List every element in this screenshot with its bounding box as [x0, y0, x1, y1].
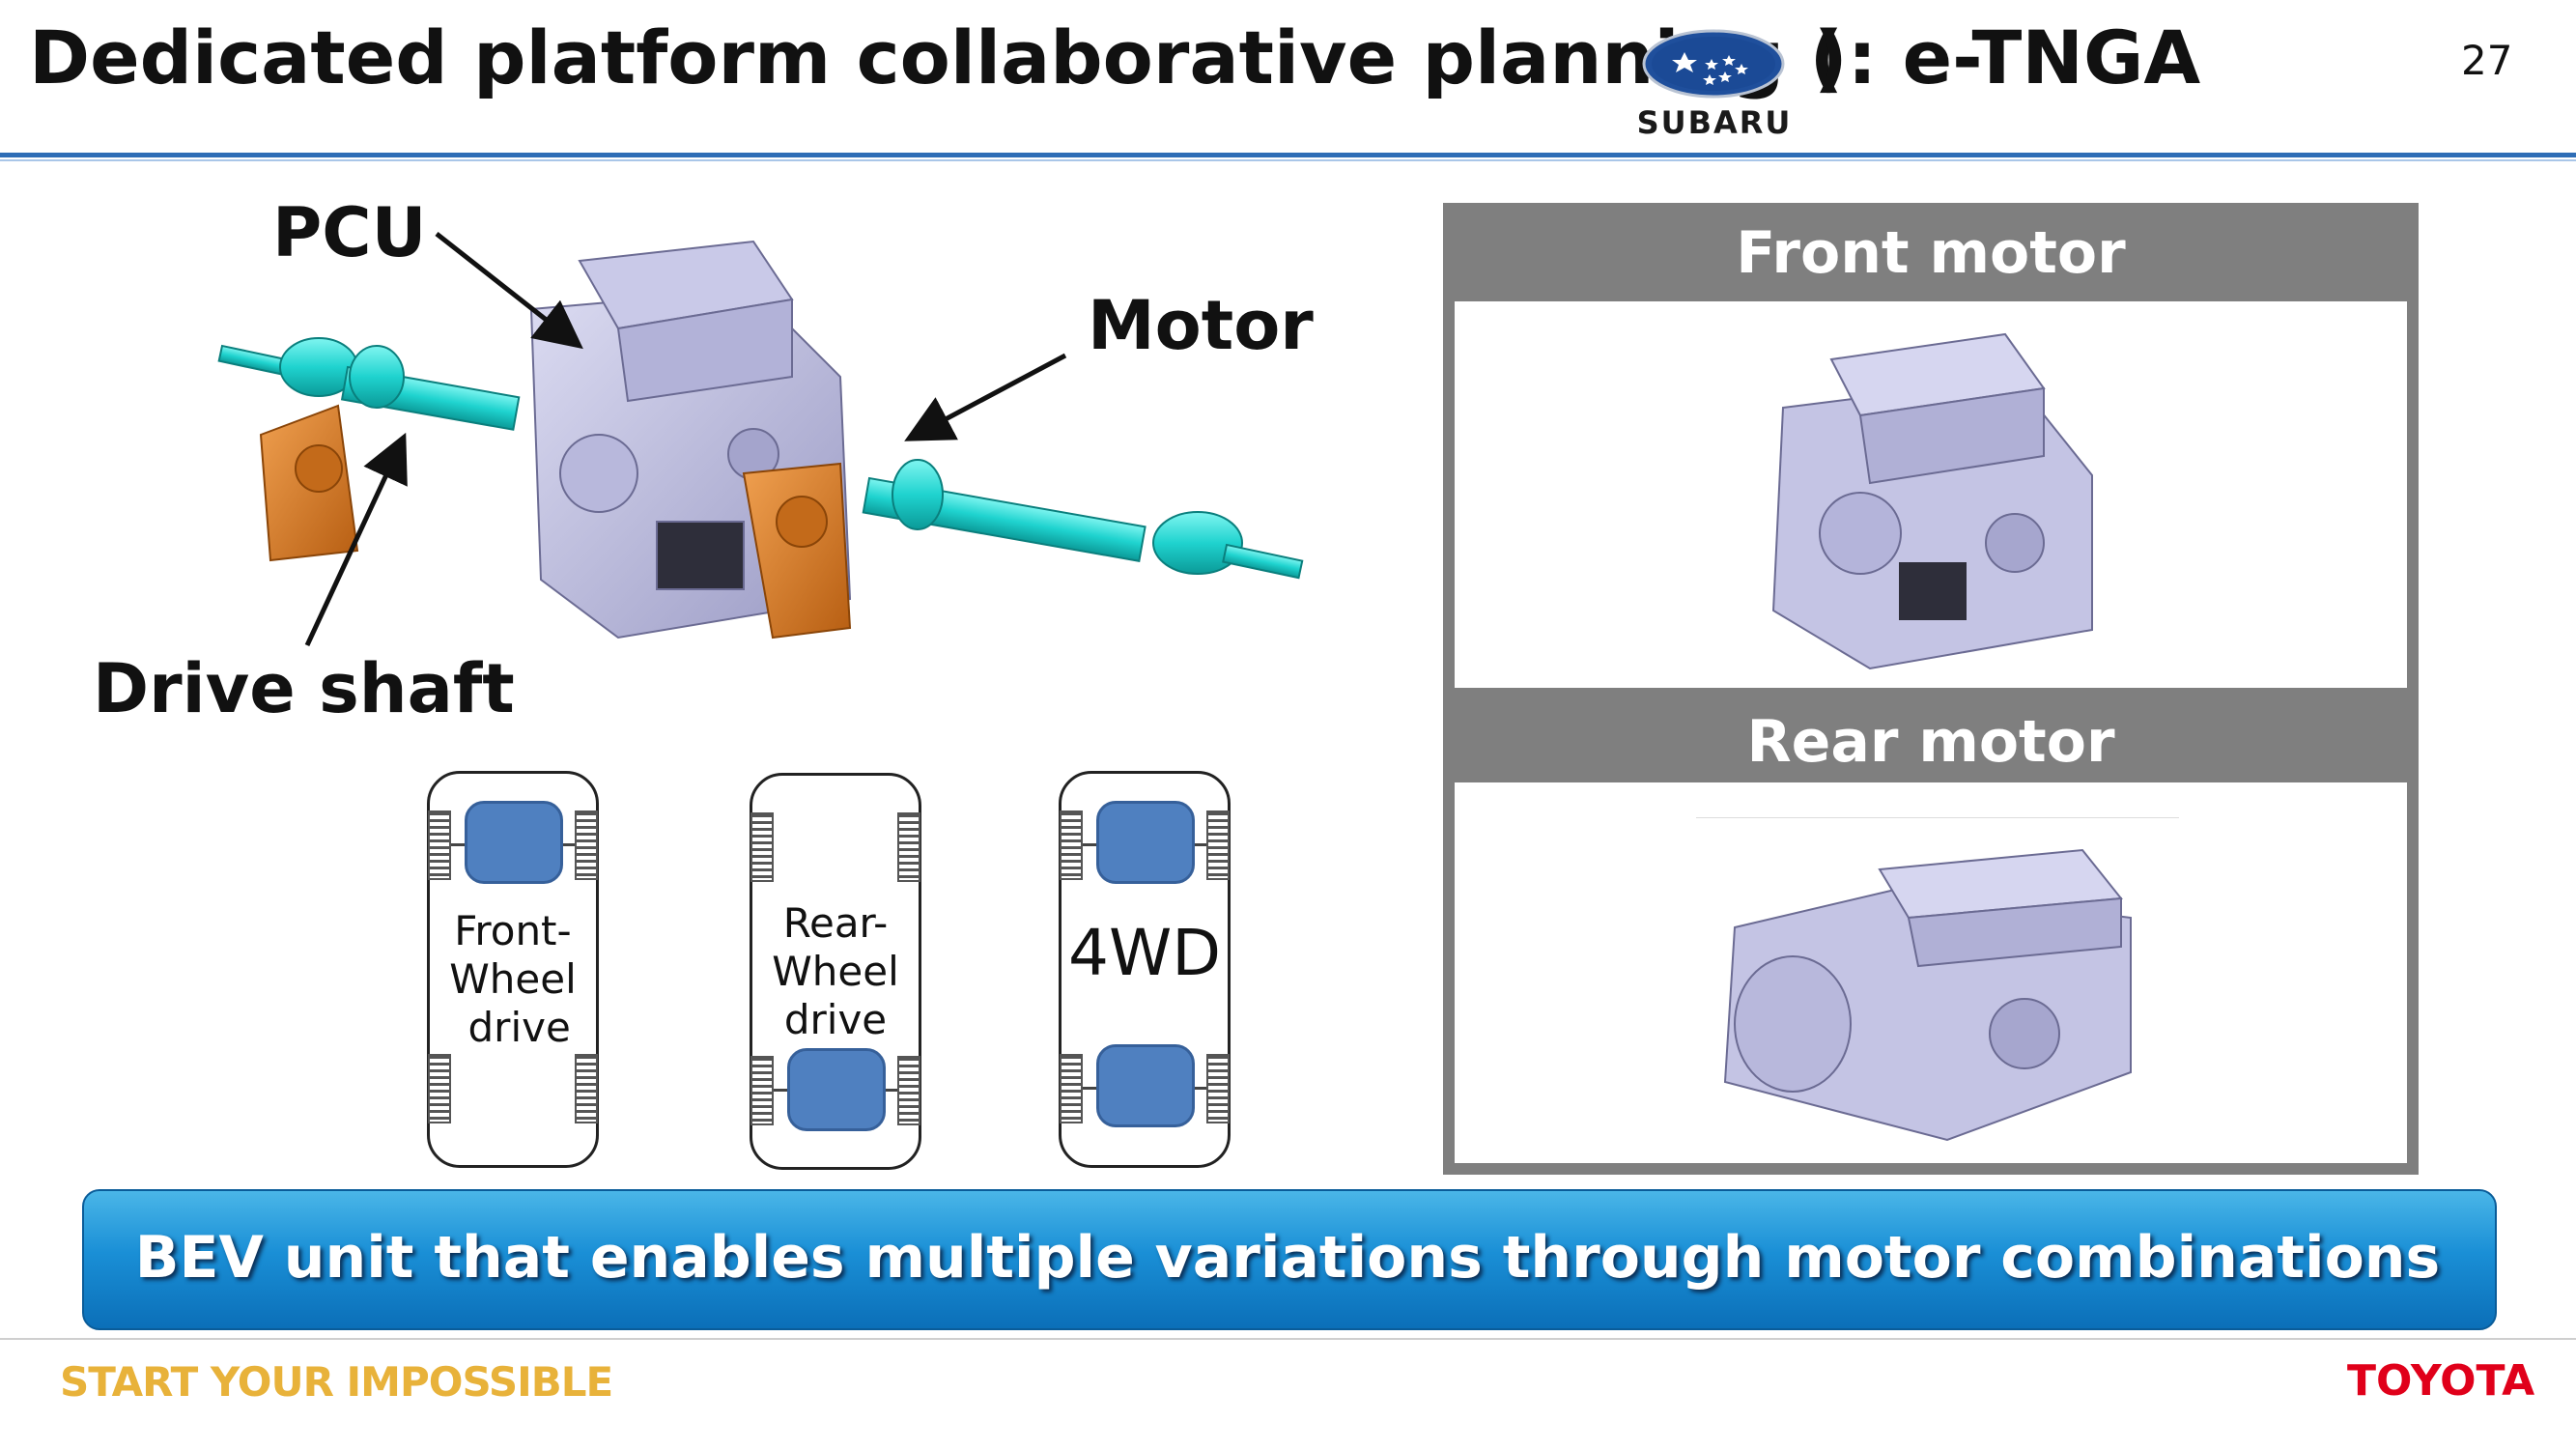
pcu-arrow: [435, 232, 583, 350]
wheel-icon: [750, 812, 774, 882]
front-wheel-drive-diagram: Front- Wheel drive: [427, 771, 599, 1168]
footer-divider: [0, 1338, 2576, 1340]
rear-motor-block: [787, 1048, 886, 1131]
rear-motor-image-area: [1455, 782, 2407, 1163]
motor-variants-panel: Front motor Rear motor: [1443, 203, 2419, 1175]
e-axle-illustration: [217, 240, 1304, 640]
rear-wheel-drive-diagram: Rear- Wheel drive: [750, 773, 921, 1170]
wheel-icon: [1206, 810, 1230, 880]
header-divider: [0, 153, 2576, 157]
front-motor-image: [1771, 332, 2093, 670]
wheel-icon: [897, 812, 920, 882]
wheel-icon: [575, 810, 598, 880]
slide-title: Dedicated platform collaborative plannin…: [29, 14, 1844, 100]
wheel-icon: [428, 810, 451, 880]
wheel-icon: [897, 1056, 920, 1125]
front-motor-block: [1096, 801, 1195, 884]
drive-shaft-arrow: [304, 432, 408, 647]
wheel-icon: [575, 1054, 598, 1123]
subaru-logo: [1642, 29, 1785, 99]
rear-motor-title: Rear motor: [1746, 708, 2115, 776]
rear-motor-image: [1723, 848, 2132, 1142]
footer-slogan: START YOUR IMPOSSIBLE: [60, 1358, 613, 1406]
fwd-label: Front- Wheel drive: [449, 907, 577, 1051]
wheel-icon: [1060, 810, 1083, 880]
toyota-logo: TOYOTA: [2347, 1356, 2535, 1406]
rwd-label: Rear- Wheel drive: [772, 899, 899, 1043]
rule: [1696, 817, 2179, 818]
pcu-label: PCU: [272, 193, 427, 272]
front-motor-image-area: [1455, 301, 2407, 688]
drive-shaft-label: Drive shaft: [93, 649, 515, 728]
slide-title-suffix: ): e-TNGA: [1814, 14, 2201, 100]
motor-label: Motor: [1088, 286, 1314, 365]
subaru-wordmark: SUBARU: [1636, 104, 1793, 141]
right-drive-shaft: [862, 459, 1304, 580]
callout-arrows: [304, 232, 1067, 647]
rear-motor-block: [1096, 1044, 1195, 1127]
page-number: 27: [2461, 37, 2513, 84]
wheel-icon: [750, 1056, 774, 1125]
summary-banner: [82, 1189, 2497, 1330]
wheel-icon: [1060, 1054, 1083, 1123]
left-drive-shaft: [217, 337, 521, 431]
motor-arrow: [904, 353, 1067, 441]
wheel-icon: [428, 1054, 451, 1123]
four-wheel-drive-diagram: 4WD: [1059, 771, 1231, 1168]
4wd-label: 4WD: [1067, 916, 1222, 990]
front-motor-title: Front motor: [1736, 219, 2126, 287]
summary-banner-text: BEV unit that enables multiple variation…: [134, 1224, 2441, 1292]
front-motor-block: [465, 801, 563, 884]
mount-brackets: [259, 404, 852, 640]
wheel-icon: [1206, 1054, 1230, 1123]
header-divider-light: [0, 159, 2576, 161]
